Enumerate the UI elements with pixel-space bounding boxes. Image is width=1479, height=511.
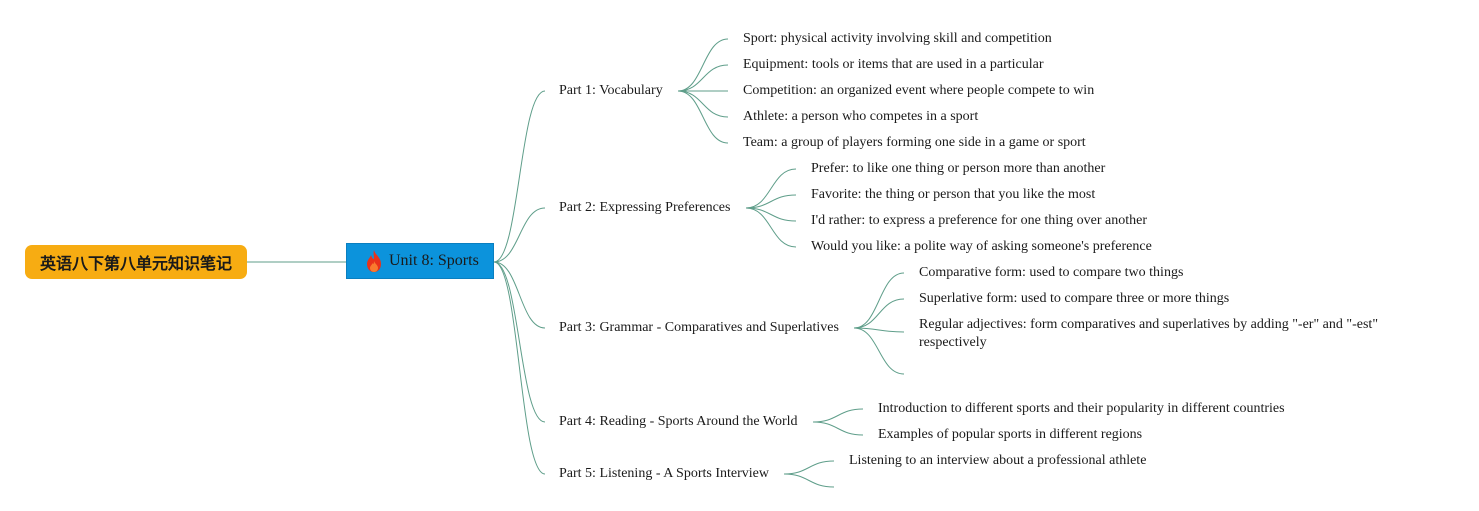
vocabulary-item[interactable]: Team: a group of players forming one sid… — [743, 135, 1086, 150]
fire-icon — [363, 249, 385, 273]
unit-topic-node[interactable]: Unit 8: Sports — [346, 243, 494, 279]
root-topic-node[interactable]: 英语八下第八单元知识笔记 — [25, 245, 247, 279]
part-1-label[interactable]: Part 1: Vocabulary — [559, 83, 663, 98]
part-to-item-connector — [677, 64, 729, 92]
part-to-item-connector — [853, 272, 905, 329]
vocabulary-item[interactable]: Athlete: a person who competes in a spor… — [743, 109, 979, 124]
grammar-item[interactable]: Regular adjectives: form comparatives an… — [919, 317, 1379, 350]
part-to-item-connector — [677, 38, 729, 92]
unit-to-part-connector — [493, 261, 546, 475]
part-to-item-connector — [745, 168, 797, 209]
preference-item[interactable]: Prefer: to like one thing or person more… — [811, 161, 1106, 176]
vocabulary-item[interactable]: Sport: physical activity involving skill… — [743, 31, 1052, 46]
reading-item[interactable]: Introduction to different sports and the… — [878, 401, 1285, 416]
part-2-label[interactable]: Part 2: Expressing Preferences — [559, 200, 731, 215]
unit-to-part-connector — [493, 261, 546, 329]
preference-item[interactable]: Would you like: a polite way of asking s… — [811, 239, 1152, 254]
unit-to-part-connector — [493, 261, 546, 423]
unit-topic-label: Unit 8: Sports — [389, 252, 479, 269]
vocabulary-item[interactable]: Competition: an organized event where pe… — [743, 83, 1095, 98]
part-to-item-connector — [677, 90, 729, 118]
part-to-item-connector — [853, 327, 905, 375]
preference-item[interactable]: Favorite: the thing or person that you l… — [811, 187, 1096, 202]
part-to-item-connector — [745, 194, 797, 209]
part-to-item-connector — [783, 473, 835, 488]
part-to-item-connector — [853, 327, 905, 333]
grammar-item[interactable]: Superlative form: used to compare three … — [919, 291, 1230, 306]
listening-item[interactable]: Listening to an interview about a profes… — [849, 453, 1147, 468]
part-to-item-connector — [677, 90, 729, 144]
part-5-label[interactable]: Part 5: Listening - A Sports Interview — [559, 466, 769, 481]
unit-to-part-connector — [493, 207, 546, 263]
part-to-item-connector — [812, 421, 864, 436]
part-3-label[interactable]: Part 3: Grammar - Comparatives and Super… — [559, 320, 839, 335]
part-to-item-connector — [853, 298, 905, 329]
unit-to-part-connector — [493, 90, 546, 263]
root-topic-label: 英语八下第八单元知识笔记 — [39, 254, 232, 273]
part-to-item-connector — [783, 460, 835, 475]
reading-item[interactable]: Examples of popular sports in different … — [878, 427, 1143, 442]
preference-item[interactable]: I'd rather: to express a preference for … — [811, 213, 1148, 228]
grammar-item[interactable]: Comparative form: used to compare two th… — [919, 265, 1184, 280]
vocabulary-item[interactable]: Equipment: tools or items that are used … — [743, 57, 1044, 72]
part-to-item-connector — [745, 207, 797, 222]
part-4-label[interactable]: Part 4: Reading - Sports Around the Worl… — [559, 414, 798, 429]
part-to-item-connector — [812, 408, 864, 423]
part-to-item-connector — [745, 207, 797, 248]
